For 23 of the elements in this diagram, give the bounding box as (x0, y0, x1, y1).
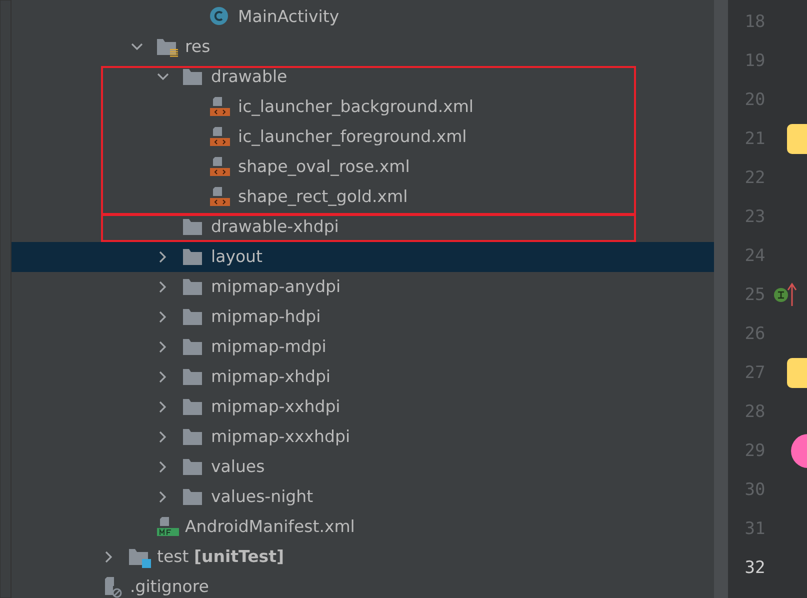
highlight-frame (101, 214, 636, 242)
file-name: ic_launcher_background.xml (238, 96, 474, 118)
folder-name: layout (211, 246, 262, 268)
folder-name: mipmap-anydpi (211, 276, 341, 298)
folder-name: res (185, 36, 210, 58)
folder-name: mipmap-xxhdpi (211, 396, 340, 418)
folder-name: values-night (211, 486, 314, 508)
folder-name: drawable-xhdpi (211, 216, 339, 238)
highlight-frame (101, 66, 636, 215)
file-name: AndroidManifest.xml (185, 516, 355, 538)
folder-name: values (211, 456, 265, 478)
folder-name: mipmap-xhdpi (211, 366, 330, 388)
file-name: shape_rect_gold.xml (238, 186, 408, 208)
folder-name: test [unitTest] (157, 546, 284, 568)
folder-name: mipmap-hdpi (211, 306, 321, 328)
line-number: 32 (744, 558, 766, 578)
file-name: ic_launcher_foreground.xml (238, 126, 467, 148)
file-name: shape_oval_rose.xml (238, 156, 410, 178)
folder-name: mipmap-mdpi (211, 336, 326, 358)
folder-name: mipmap-xxxhdpi (211, 426, 350, 448)
file-name: .gitignore (130, 576, 209, 598)
class-name: MainActivity (238, 6, 340, 28)
folder-name: drawable (211, 66, 288, 88)
